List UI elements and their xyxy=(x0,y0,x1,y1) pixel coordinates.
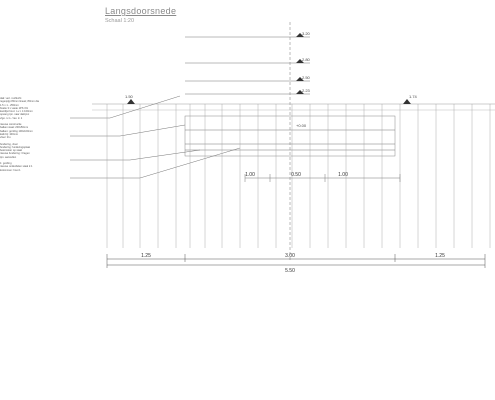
note-line: fixatie 3 x vaste 1PS 1% xyxy=(0,106,28,110)
note-line: 1: gording xyxy=(0,162,12,166)
drawing-scale: Schaal 1:20 xyxy=(105,18,135,24)
note-line: nieuwe fundering: 3 lagen xyxy=(0,152,30,156)
level-label: 3.20 xyxy=(302,31,311,36)
level-marker-icon xyxy=(296,90,304,94)
note-line: regenpijp 80mm lineair, 80mm dia xyxy=(0,100,39,104)
leader-line xyxy=(70,124,186,137)
dim-label-right: 1.25 xyxy=(435,253,445,259)
note-line: fundering, vloer xyxy=(0,142,18,146)
note-line: kantlijst hout: n.v.t. 1:100mm xyxy=(0,110,33,114)
note-line: vloer: ihu xyxy=(0,136,11,140)
leader-line xyxy=(70,149,201,161)
level-marker-icon xyxy=(403,99,411,104)
level-marker-icon xyxy=(296,33,304,37)
note-line: fundering: funderingsplaat xyxy=(0,145,30,149)
note-line: opvang tpn. naar dak/pvc xyxy=(0,113,30,117)
structural-frame xyxy=(184,115,396,157)
note-line: balken: gording 100x100mm xyxy=(0,129,33,133)
note-line: tpn. aanvullen xyxy=(0,155,17,159)
drawing-title: Langsdoorsnede xyxy=(105,6,177,16)
level-label-right: 1.74 xyxy=(409,94,418,99)
note-line: nieuwe onderdelen staal 2.1 xyxy=(0,165,33,169)
dim-label-mid: 0.50 xyxy=(291,172,301,178)
note-line: kolommen: hout 1 xyxy=(0,168,21,172)
note-line: kalk bij: 100mm xyxy=(0,132,19,136)
leader-line xyxy=(70,147,241,179)
level-marker-icon xyxy=(296,77,304,81)
note-line: nieuwe constructie xyxy=(0,123,22,127)
dim-label-left: 1.25 xyxy=(141,253,151,259)
level-label-center: +0.00 xyxy=(296,123,307,128)
dim-label-mid: 1.00 xyxy=(245,172,255,178)
level-marker-icon xyxy=(127,99,135,104)
dim-label-mid: 1.00 xyxy=(338,172,348,178)
level-label: 2.80 xyxy=(302,57,311,62)
dim-label-center: 3.00 xyxy=(285,253,295,259)
level-label-left: 1.50 xyxy=(125,94,134,99)
leader-line xyxy=(70,95,181,119)
annotation-notes: dak: vert. rooflucht regenpijp 80mm line… xyxy=(0,97,70,172)
note-line: 1.5 x 1 - 250mm xyxy=(0,103,19,107)
dim-label-total: 5.50 xyxy=(285,268,295,274)
level-label: 2.50 xyxy=(302,75,311,80)
level-label: 2.23 xyxy=(302,88,311,93)
level-marker-icon xyxy=(296,59,304,63)
note-line: vlgo. rv.n. / tav. d. 1 xyxy=(0,116,23,120)
note-line: balken staal: 200x50mm xyxy=(0,126,29,130)
note-line: betonvloer op staal xyxy=(0,149,22,153)
note-line: dak: vert. rooflucht xyxy=(0,97,22,100)
